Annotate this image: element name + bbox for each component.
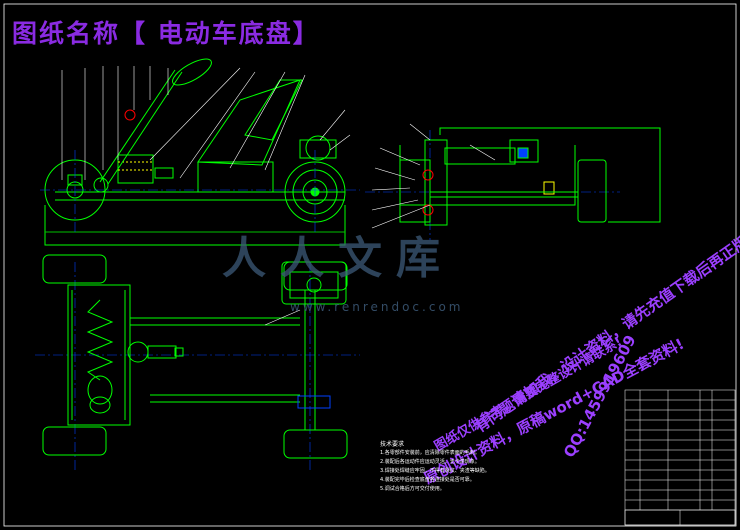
top-view [42, 254, 348, 459]
technical-notes: 技术要求 1.各零部件安装前，应清除零件表面的毛刺。 2.装配后各运动件应运动灵… [380, 440, 490, 494]
watermark-url: www.renrendoc.com [290, 300, 464, 314]
watermark-logo: 人人文库 [222, 233, 454, 284]
notes-item: 3.焊接处焊缝应牢固，不得有裂纹、夹渣等缺陷。 [380, 468, 490, 474]
drawing-title: 图纸名称【 电动车底盘】 [12, 19, 320, 48]
title-block [624, 389, 736, 526]
drawing-border [3, 3, 737, 527]
notes-heading: 技术要求 [380, 441, 405, 448]
notes-item: 1.各零部件安装前，应清除零件表面的毛刺。 [380, 450, 480, 456]
notes-item: 4.装配完毕后检查底盘各连接处是否可靠。 [380, 477, 475, 483]
side-view [44, 58, 346, 246]
notes-item: 2.装配后各运动件应运动灵活，无卡滞现象。 [380, 459, 480, 465]
notes-item: 5.调试合格后方可交付使用。 [380, 486, 445, 492]
rear-axle-view [399, 127, 661, 226]
leader-lines [61, 66, 496, 326]
